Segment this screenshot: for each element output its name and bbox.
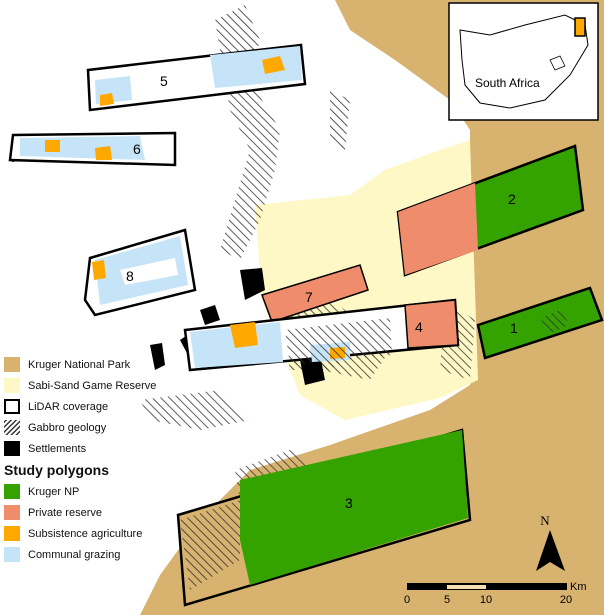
- lidar-polygon-4-strip: 4: [183, 298, 460, 372]
- legend-item-gabbro: Gabbro geology: [4, 417, 156, 438]
- legend-item-kruger-np: Kruger NP: [4, 481, 156, 502]
- inset-map: South Africa: [448, 2, 599, 121]
- scale-tick: 20: [560, 594, 572, 606]
- study-polygon-3: 3: [176, 428, 472, 607]
- legend-label: Gabbro geology: [28, 421, 107, 434]
- study-polygon-1: 1: [476, 286, 604, 360]
- legend-item-settlements: Settlements: [4, 438, 156, 459]
- legend-label: Settlements: [28, 442, 87, 455]
- polygon-2-label: 2: [508, 191, 516, 207]
- legend-item-sabi-sand: Sabi-Sand Game Reserve: [4, 375, 156, 396]
- scale-tick: 10: [480, 594, 492, 606]
- scale-bar: Km 0 5 10 20: [404, 581, 587, 606]
- polygon-6-label: 6: [133, 141, 141, 157]
- polygon-4-label: 4: [415, 319, 423, 335]
- polygon-5-label: 5: [160, 73, 168, 89]
- north-label: N: [540, 513, 550, 528]
- legend-item-lidar: LiDAR coverage: [4, 396, 156, 417]
- inset-label: South Africa: [475, 76, 540, 90]
- legend-label: Kruger National Park: [28, 358, 131, 371]
- scale-tick: 5: [444, 594, 450, 606]
- legend-item-subsistence-agriculture: Subsistence agriculture: [4, 523, 156, 544]
- polygon-8-label: 8: [126, 268, 134, 284]
- scale-unit: Km: [570, 581, 587, 593]
- legend: Kruger National Park Sabi-Sand Game Rese…: [4, 354, 156, 565]
- legend-item-kruger: Kruger National Park: [4, 354, 156, 375]
- legend-label: Communal grazing: [28, 548, 121, 561]
- north-arrow: N: [536, 513, 565, 571]
- lidar-polygon-6: 6: [8, 131, 177, 167]
- legend-item-private-reserve: Private reserve: [4, 502, 156, 523]
- legend-label: Sabi-Sand Game Reserve: [28, 379, 157, 392]
- polygon-7-label: 7: [305, 289, 313, 305]
- study-polygon-2: 2: [396, 144, 585, 277]
- study-polygons-heading: Study polygons: [4, 462, 109, 478]
- legend-label: Subsistence agriculture: [28, 527, 143, 540]
- lidar-polygon-8: 8: [83, 228, 197, 317]
- legend-label: Private reserve: [28, 506, 102, 519]
- legend-label: LiDAR coverage: [28, 400, 109, 413]
- study-polygon-7: 7: [261, 264, 369, 323]
- legend-item-communal-grazing: Communal grazing: [4, 544, 156, 565]
- scale-tick: 0: [404, 594, 410, 606]
- lidar-polygon-5: 5: [86, 43, 307, 112]
- polygon-1-label: 1: [510, 320, 518, 336]
- polygon-3-label: 3: [345, 495, 353, 511]
- kruger-national-park-area: [140, 0, 604, 615]
- legend-label: Kruger NP: [28, 485, 80, 498]
